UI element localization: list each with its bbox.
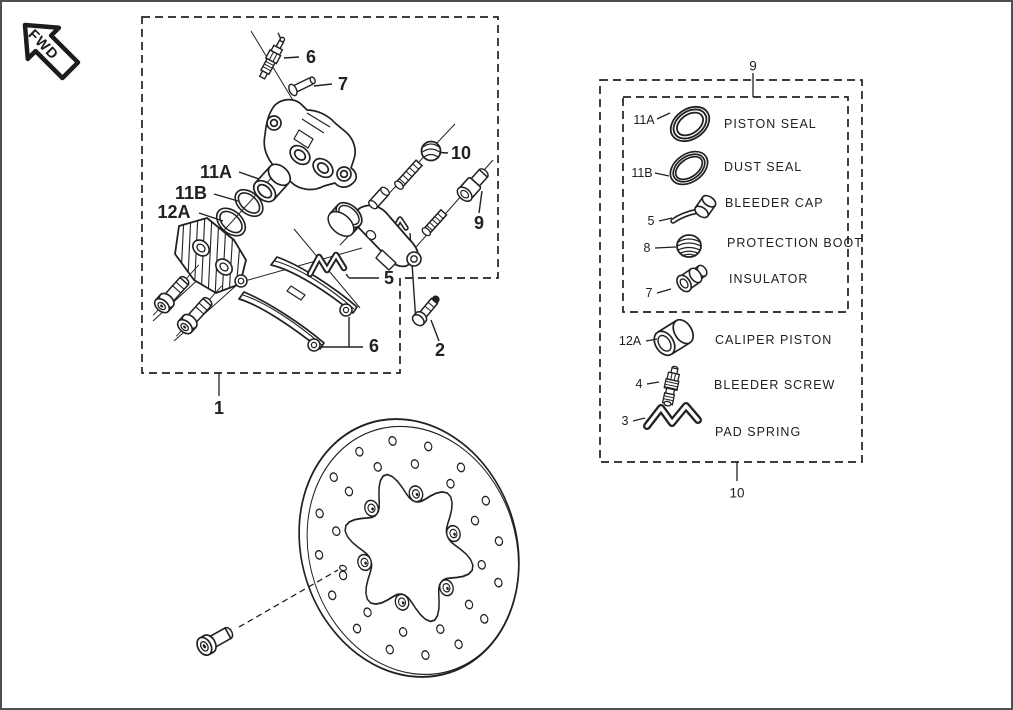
disc-bolt-hole: [339, 564, 347, 572]
legend-item-name: PAD SPRING: [715, 424, 802, 439]
brake-pads-drawing: [238, 256, 358, 352]
callout-insulator-pin: 7: [337, 74, 349, 94]
legend-item-name: BLEEDER SCREW: [714, 377, 836, 392]
disc-bolt-centerline: [238, 569, 339, 628]
legend-item-number: 3: [621, 413, 629, 428]
legend-item-number: 4: [635, 376, 643, 391]
legend-item-number: 11A: [633, 112, 655, 127]
legend-icon-insulator: [676, 264, 708, 293]
legend-item-name: DUST SEAL: [724, 159, 803, 174]
legend-icon-dust-seal: [669, 150, 709, 186]
legend-icon-pad-spring: [643, 402, 702, 430]
disc-bolt-drawing: [196, 626, 234, 657]
callout-piston-seal: 12A: [157, 202, 191, 222]
callout-pin-boot: 10: [450, 143, 472, 163]
caliper-bracket-drawing: [327, 201, 422, 271]
legend-item-number: 12A: [618, 333, 642, 348]
legend-item-number: 5: [647, 213, 655, 228]
legend-item-name: PISTON SEAL: [724, 116, 817, 131]
fwd-arrow-icon: FWD: [22, 22, 81, 81]
legend-icon-protection-boot: [676, 234, 702, 258]
legend-item-name: INSULATOR: [729, 271, 809, 286]
dust-seal-drawing: [234, 188, 264, 218]
legend-item-name: PROTECTION BOOT: [727, 235, 863, 250]
callout-piston: 11A: [199, 162, 233, 182]
callout-slide-pin: 9: [473, 213, 485, 233]
bleeder-screw-drawing: [258, 32, 286, 80]
slide-pin-drawing: [421, 168, 489, 237]
legend-item-number: 11B: [631, 165, 653, 180]
caliper-holder-drawing: [174, 217, 248, 294]
callout-mount-bolt: 2: [434, 340, 446, 360]
legend-inner-dashed-box: [622, 96, 849, 313]
legend-icon-bleeder-cap: [670, 194, 717, 224]
callout-pad-spring: 5: [383, 268, 395, 288]
callout-brake-pads: 6: [368, 336, 380, 356]
legend-item-number: 7: [645, 285, 653, 300]
legend-outer-dashed-box: [599, 79, 863, 463]
legend-kit-label-bottom: 10: [729, 485, 745, 501]
callout-dust-seal: 11B: [174, 183, 208, 203]
brake-disc-drawing: [298, 418, 520, 678]
legend-icon-caliper-piston: [653, 318, 694, 357]
legend-item-number: 8: [643, 240, 651, 255]
box-label-connectors: [218, 73, 754, 481]
mount-bolt-drawing: [411, 295, 440, 327]
caliper-pin-drawing: [288, 76, 316, 97]
piston-seal-drawing: [215, 207, 247, 237]
legend-kit-label-top: 9: [749, 58, 757, 74]
callout-caliper-assembly: 1: [213, 398, 225, 418]
legend-leader-lines: [632, 112, 677, 422]
caliper-body-drawing: [263, 98, 357, 191]
caliper-assembly-dashed-box: [141, 16, 499, 374]
callout-bleeder-screw: 6: [305, 47, 317, 67]
legend-icon-bleeder-screw: [661, 365, 681, 407]
legend-icon-piston-seal: [669, 105, 711, 143]
legend-item-name: CALIPER PISTON: [715, 332, 833, 347]
pin-boot-drawing: [368, 140, 442, 210]
legend-item-name: BLEEDER CAP: [725, 195, 824, 210]
